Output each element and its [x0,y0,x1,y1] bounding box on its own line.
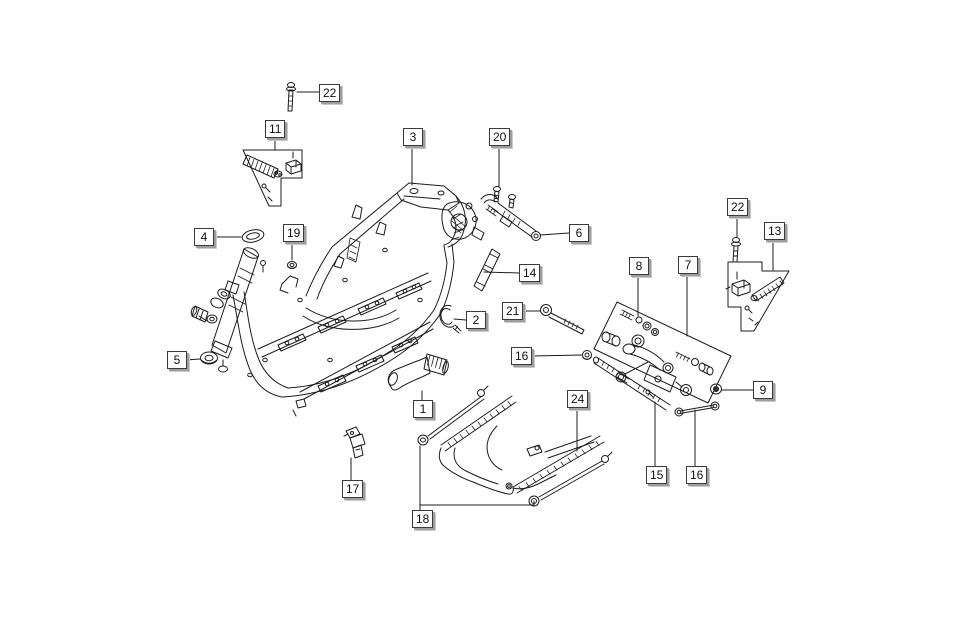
footrest-inset-left [242,149,303,207]
callout-17[interactable]: 17 [342,480,364,498]
footrest-inset-right [725,261,790,332]
pivot-bolt-drawing [540,304,585,335]
clamp-drawing [439,304,462,334]
belly-panel-drawing [417,385,613,507]
small-nut-drawing [287,261,297,269]
steering-nut-drawing [200,351,218,365]
callout-22-top[interactable]: 22 [319,84,341,102]
linkage-panel-drawing [593,301,732,404]
callout-13[interactable]: 13 [764,222,786,240]
callout-7[interactable]: 7 [678,256,698,274]
adjuster-rod-drawing [593,356,671,411]
rod-drawing [473,248,501,292]
dust-cover-drawing [241,229,265,243]
callout-1[interactable]: 1 [413,400,433,418]
callout-24[interactable]: 24 [567,390,589,408]
callout-8[interactable]: 8 [629,257,649,275]
callout-4[interactable]: 4 [194,228,214,246]
callout-18[interactable]: 18 [412,510,434,528]
callout-9[interactable]: 9 [753,381,773,399]
intake-duct-drawing [387,353,449,391]
callout-14[interactable]: 14 [519,264,541,282]
bolt-top-drawing [286,82,296,112]
callout-6[interactable]: 6 [569,224,589,242]
link-rod-drawing [674,401,720,417]
frame-drawing [232,182,485,417]
callout-5[interactable]: 5 [167,351,187,369]
callout-15[interactable]: 15 [646,466,668,484]
callout-3[interactable]: 3 [403,128,423,146]
callout-11[interactable]: 11 [265,120,286,138]
callout-22-right[interactable]: 22 [727,198,749,216]
callout-16-left[interactable]: 16 [511,347,533,365]
bolt-right-drawing [731,237,741,263]
callout-21[interactable]: 21 [502,302,524,320]
steering-column-drawing [190,247,266,373]
leader-lines [185,91,774,511]
callout-19[interactable]: 19 [283,224,305,242]
callout-16-right[interactable]: 16 [686,466,708,484]
callout-2[interactable]: 2 [466,311,486,329]
flanged-nut-drawing [582,350,592,360]
cable-clip-drawing [343,426,366,459]
callout-20[interactable]: 20 [489,128,511,146]
stand-lever-drawing [480,194,541,241]
